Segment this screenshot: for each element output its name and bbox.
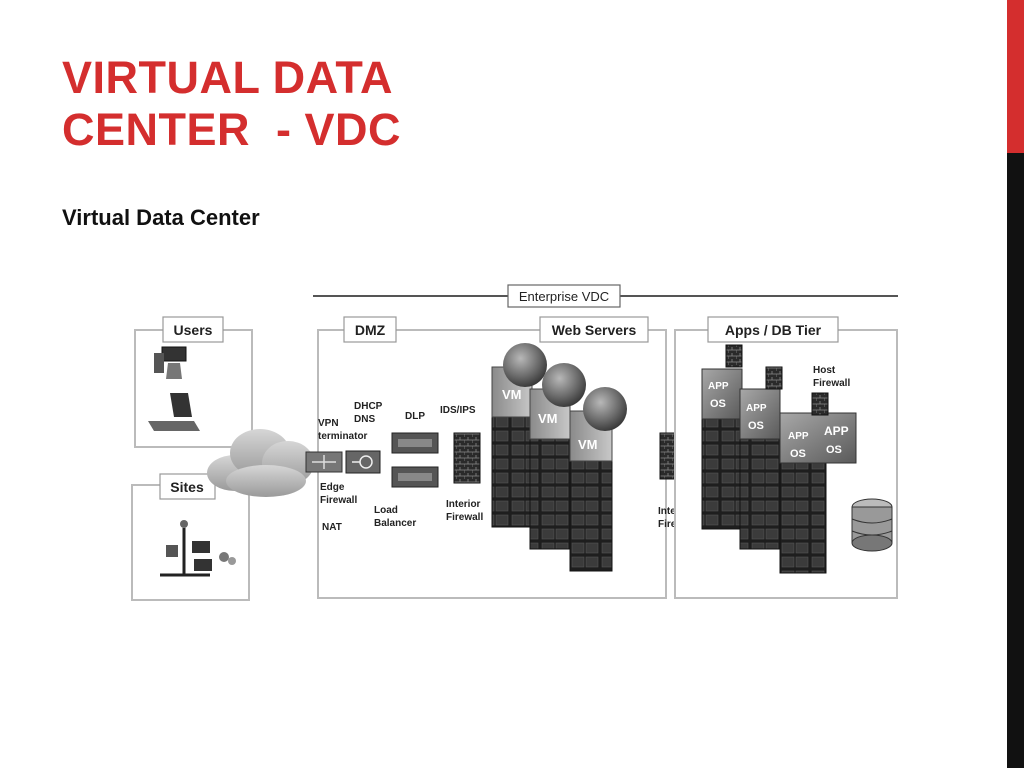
os-label-2: OS bbox=[748, 420, 764, 432]
firewall-icon bbox=[765, 366, 783, 390]
app-label-2: APP bbox=[746, 403, 767, 414]
web-server-1: VM bbox=[491, 343, 547, 528]
sites-section: Sites bbox=[131, 473, 250, 601]
app-label-1: APP bbox=[708, 381, 729, 392]
vdc-diagram: Enterprise VDC Users Sites bbox=[120, 275, 910, 620]
laptop-icon bbox=[148, 393, 200, 431]
firewall-icon bbox=[725, 344, 743, 368]
vpn-terminator-label: terminator bbox=[318, 431, 368, 442]
ids-ips-label: IDS/IPS bbox=[440, 405, 476, 416]
nat-label: NAT bbox=[322, 522, 342, 533]
web-server-3: VM bbox=[569, 387, 627, 572]
balancer-label: Balancer bbox=[374, 518, 416, 529]
interior-firewall-1-fw-label: Firewall bbox=[446, 512, 483, 523]
host-label: Host bbox=[813, 365, 836, 376]
host-firewall-label: Firewall bbox=[813, 378, 850, 389]
dlp-appliance-icon bbox=[391, 432, 439, 454]
os-label-1: OS bbox=[710, 398, 726, 410]
firewall-icon bbox=[453, 432, 481, 484]
slide-title: VIRTUAL DATA CENTER - VDC bbox=[62, 52, 401, 156]
vm-label-3: VM bbox=[578, 437, 598, 452]
load-balancer-icon bbox=[391, 466, 439, 488]
dhcp-label: DHCP bbox=[354, 401, 383, 412]
app-server-3: APP OS APP OS bbox=[779, 392, 857, 574]
network-sites-icon bbox=[160, 520, 236, 577]
os-label-3a: OS bbox=[790, 448, 806, 460]
sites-label: Sites bbox=[170, 479, 204, 495]
enterprise-vdc-label: Enterprise VDC bbox=[519, 289, 609, 304]
vdc-diagram-svg: Enterprise VDC Users Sites bbox=[131, 284, 898, 601]
side-accent-red bbox=[1007, 0, 1024, 153]
appliance-icon bbox=[345, 450, 381, 474]
interior-firewall-1-label: Interior bbox=[446, 499, 481, 510]
dmz-label: DMZ bbox=[355, 322, 386, 338]
os-label-3b: OS bbox=[826, 444, 842, 456]
globe-icon bbox=[503, 343, 547, 387]
side-accent-bar bbox=[1007, 0, 1024, 768]
web-servers-label: Web Servers bbox=[552, 322, 637, 338]
globe-icon bbox=[583, 387, 627, 431]
edge-label: Edge bbox=[320, 482, 345, 493]
slide-title-line-1: VIRTUAL DATA bbox=[62, 52, 393, 103]
vm-label-2: VM bbox=[538, 411, 558, 426]
slide-title-line-2: CENTER - VDC bbox=[62, 104, 402, 155]
database-icon bbox=[851, 498, 893, 552]
cloud-icon bbox=[207, 429, 314, 497]
vpn-label: VPN bbox=[318, 418, 339, 429]
app-server-1: APP OS bbox=[701, 344, 743, 530]
vm-label-1: VM bbox=[502, 387, 522, 402]
app-label-3a: APP bbox=[788, 431, 809, 442]
app-server-2: APP OS bbox=[739, 366, 783, 550]
dns-label: DNS bbox=[354, 414, 375, 425]
slide-subtitle: Virtual Data Center bbox=[62, 205, 260, 230]
globe-icon bbox=[542, 363, 586, 407]
router-icon bbox=[305, 451, 343, 473]
users-label: Users bbox=[174, 322, 213, 338]
edge-firewall-label: Firewall bbox=[320, 495, 357, 506]
apps-db-label: Apps / DB Tier bbox=[725, 322, 822, 338]
users-section: Users bbox=[134, 316, 253, 448]
dlp-label: DLP bbox=[405, 411, 425, 422]
load-label: Load bbox=[374, 505, 398, 516]
app-label-3b: APP bbox=[824, 424, 849, 438]
desktop-icon bbox=[154, 346, 187, 379]
firewall-icon bbox=[811, 392, 829, 416]
enterprise-vdc-header: Enterprise VDC bbox=[313, 284, 898, 308]
